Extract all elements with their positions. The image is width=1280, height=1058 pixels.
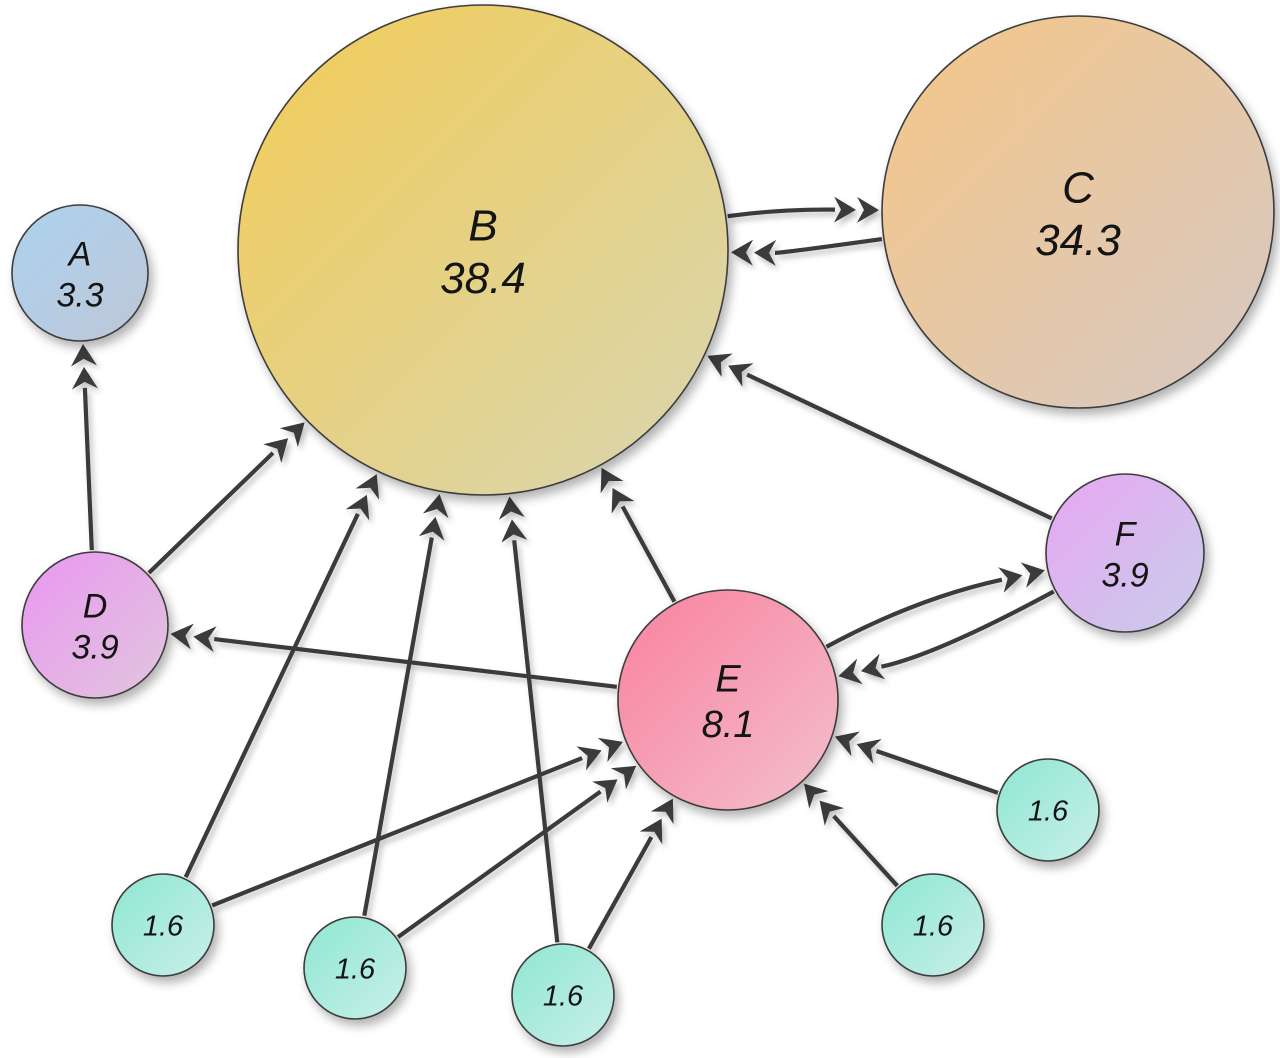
node-B-value: 38.4 [440, 254, 526, 303]
node-B: B38.4 [237, 4, 729, 496]
node-D: D3.9 [21, 551, 169, 699]
node-G2: 1.6 [303, 916, 407, 1020]
node-B-circle [237, 4, 729, 496]
node-G3: 1.6 [511, 943, 615, 1047]
edge-G1-to-E [211, 737, 623, 908]
node-F-circle [1045, 473, 1205, 633]
node-E-value: 8.1 [702, 704, 755, 746]
edges-layer [70, 196, 1055, 950]
node-G2-value: 1.6 [335, 953, 376, 985]
node-G4: 1.6 [881, 873, 985, 977]
edge-G2-to-E [396, 765, 637, 939]
edge-G2-to-B [362, 494, 449, 917]
node-G4-circle [881, 873, 985, 977]
edge-D-to-A [70, 343, 98, 551]
node-F: F3.9 [1045, 473, 1205, 633]
node-C-value: 34.3 [1035, 216, 1121, 265]
node-G1-value: 1.6 [143, 910, 184, 942]
node-D-value: 3.9 [71, 628, 118, 666]
node-A: A3.3 [11, 204, 149, 342]
node-C-label: C [1062, 163, 1095, 212]
node-D-circle [21, 551, 169, 699]
node-G3-circle [511, 943, 615, 1047]
node-A-label: A [67, 236, 92, 274]
node-C-circle [881, 15, 1275, 409]
node-C: C34.3 [881, 15, 1275, 409]
node-G5: 1.6 [996, 758, 1100, 862]
node-G4-value: 1.6 [913, 910, 954, 942]
node-G1: 1.6 [111, 873, 215, 977]
node-F-value: 3.9 [1101, 556, 1148, 594]
edge-G5-to-E [834, 731, 999, 795]
edge-F-to-E [838, 589, 1055, 685]
node-F-label: F [1115, 516, 1138, 554]
node-G1-circle [111, 873, 215, 977]
node-E-circle [617, 589, 839, 811]
node-G5-value: 1.6 [1028, 795, 1069, 827]
edge-E-to-F [825, 562, 1045, 649]
node-G3-value: 1.6 [543, 980, 584, 1012]
edge-D-to-B [147, 422, 305, 575]
edge-G4-to-E [804, 783, 899, 888]
edge-E-to-D [170, 623, 618, 689]
edge-E-to-B [600, 467, 677, 603]
node-A-value: 3.3 [56, 276, 103, 314]
node-B-label: B [468, 201, 497, 250]
edge-C-to-B [731, 237, 883, 266]
node-E: E8.1 [617, 589, 839, 811]
edge-G3-to-B [498, 496, 560, 943]
edge-G3-to-E [587, 798, 674, 950]
node-D-label: D [83, 588, 108, 626]
edge-G1-to-B [183, 474, 380, 878]
node-G2-circle [303, 916, 407, 1020]
edge-F-to-B [707, 353, 1053, 521]
node-G5-circle [996, 758, 1100, 862]
node-A-circle [11, 204, 149, 342]
edge-B-to-C [727, 196, 879, 223]
node-E-label: E [715, 659, 741, 701]
